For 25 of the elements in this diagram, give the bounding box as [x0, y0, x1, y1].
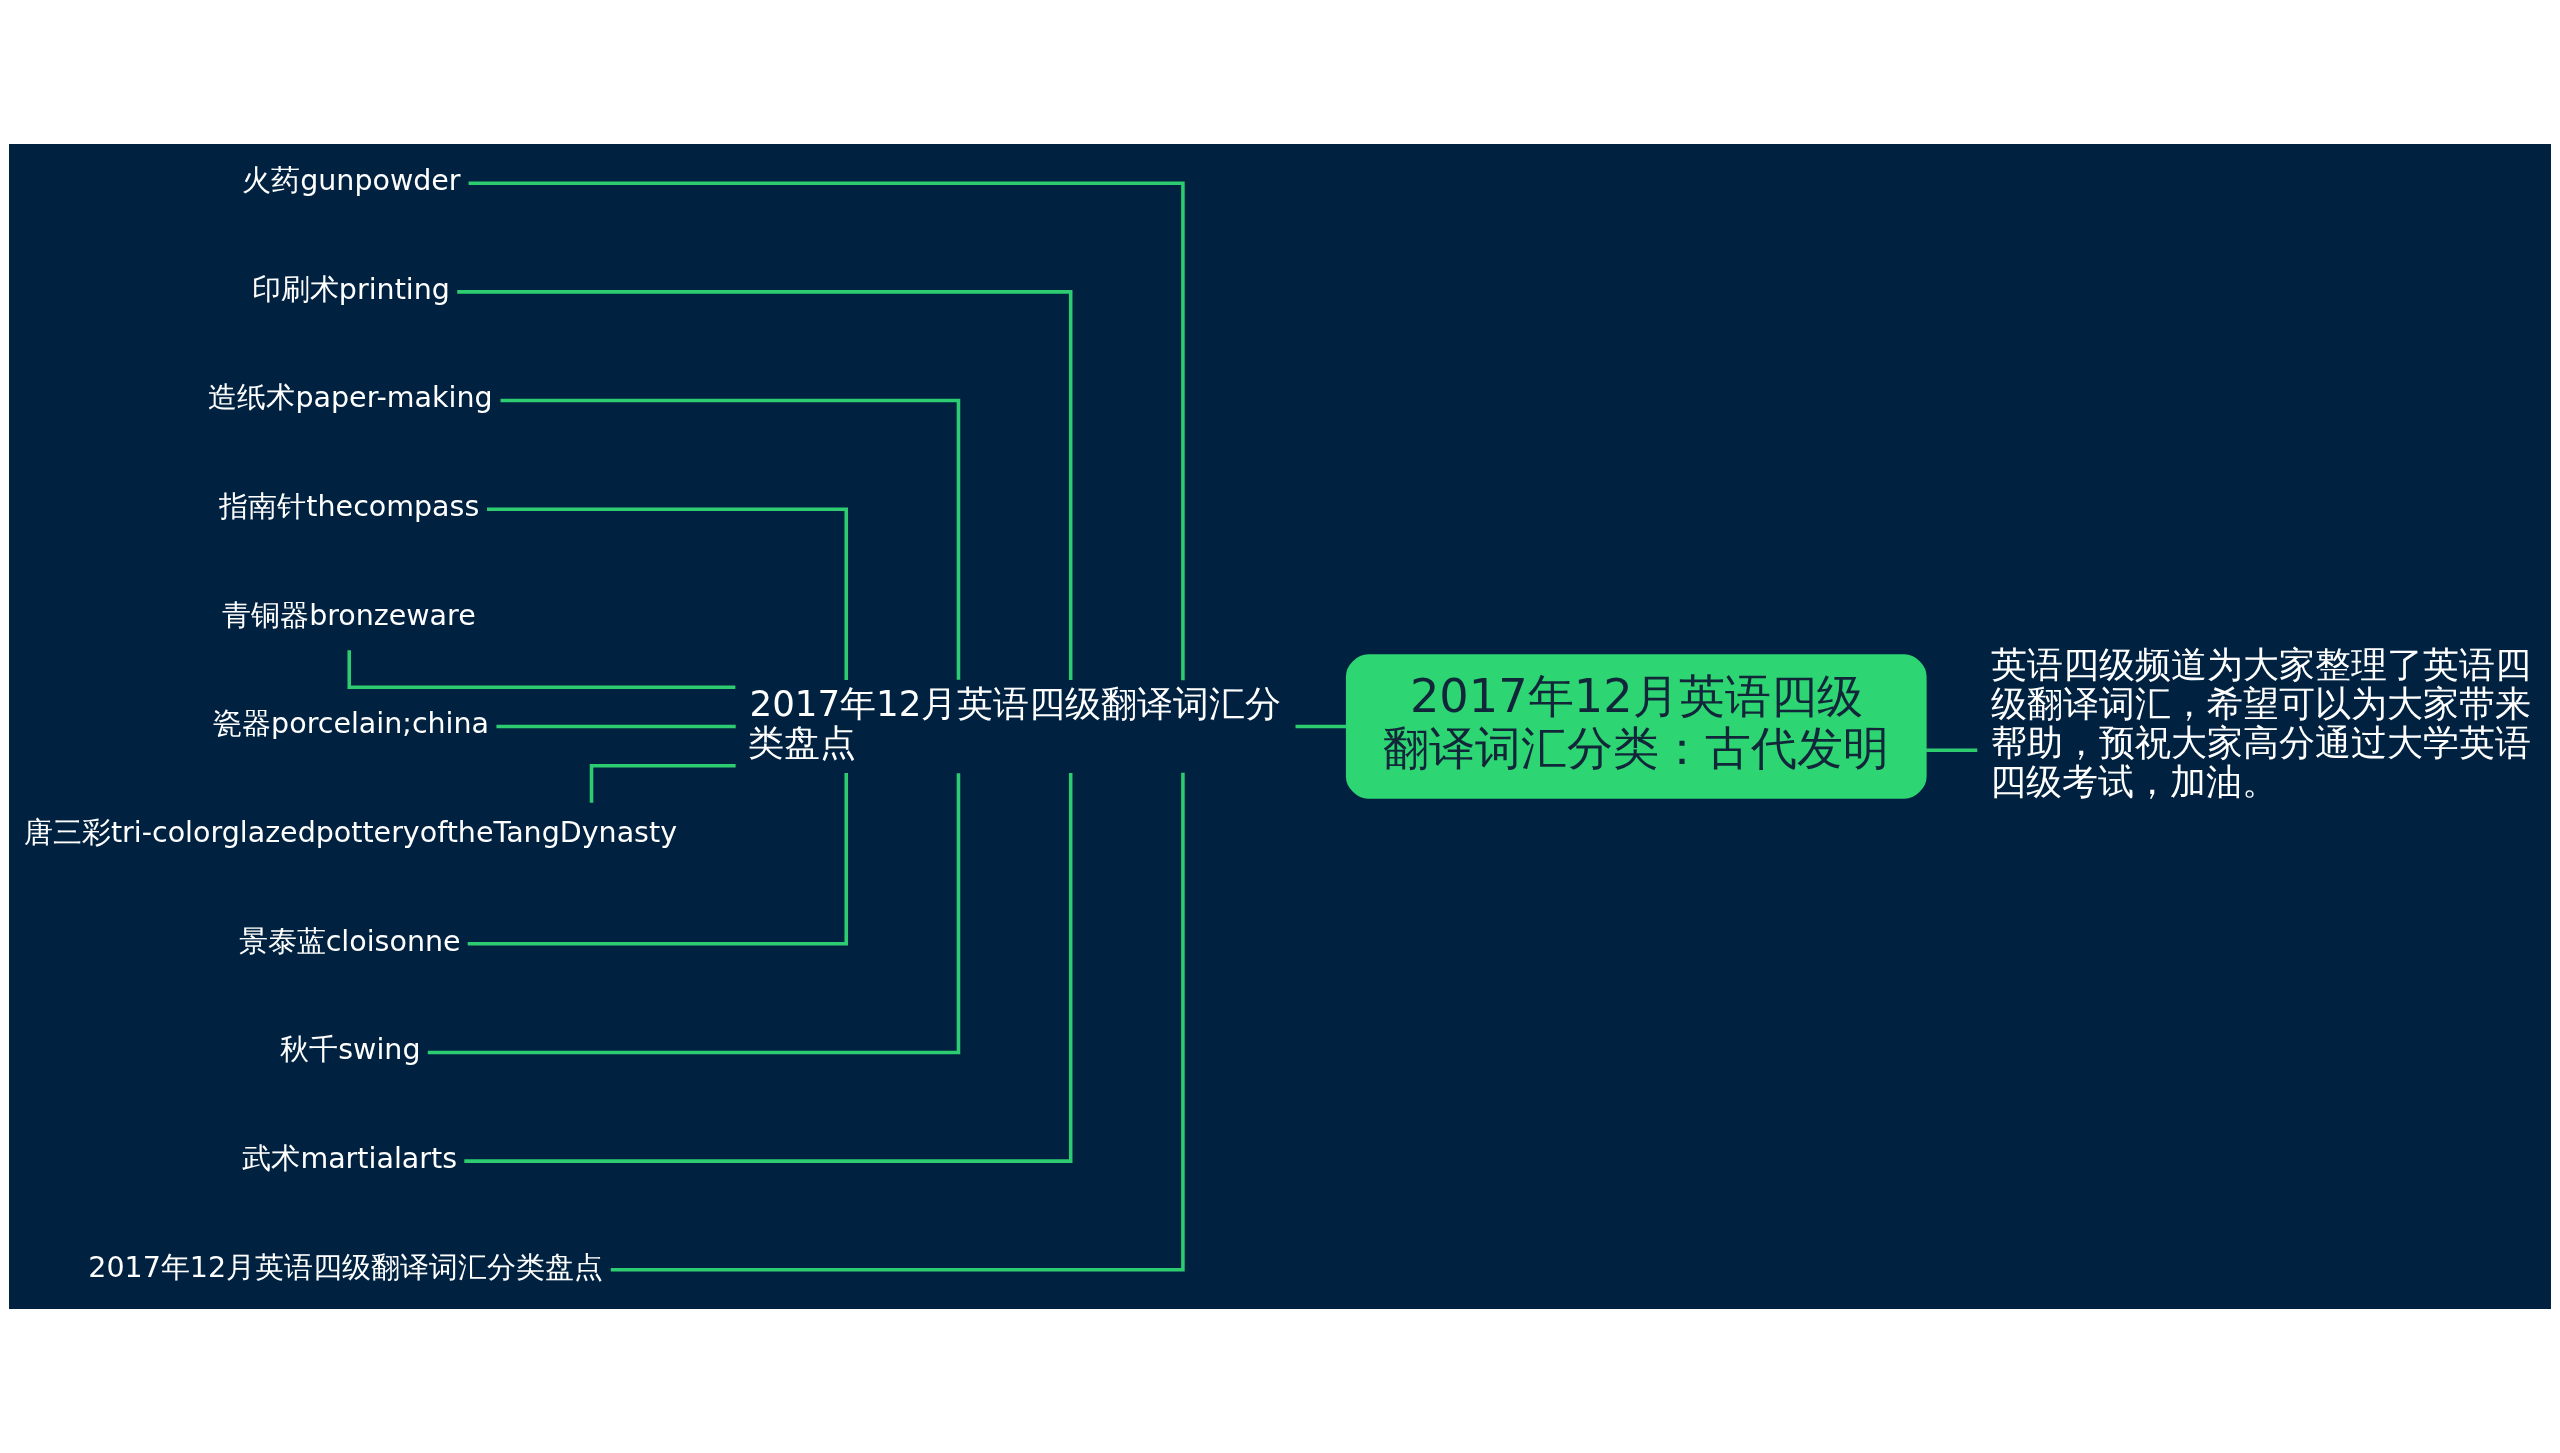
node-text: 造纸术paper-making — [208, 381, 493, 415]
node-text: 指南针thecompass — [219, 489, 480, 523]
node-text: 唐三彩tri-colorglazedpotteryoftheTangDynasty — [23, 815, 678, 849]
connector — [610, 772, 1185, 1272]
node-box: 2017年12月英语四级翻译词汇分类：古代发明 — [1345, 654, 1927, 799]
connector — [468, 181, 1185, 681]
connector — [496, 724, 736, 729]
connector — [487, 507, 848, 680]
node-text: 英语四级频道为大家整理了英语四级翻译词汇，希望可以为大家带来帮助，预祝大家高分通过大学英语四级考试，加油。 — [1989, 643, 2531, 803]
node-text: 景泰蓝cloisonne — [238, 924, 461, 958]
connector — [427, 773, 961, 1055]
node-text: 武术martialarts — [242, 1141, 458, 1175]
connector — [1926, 748, 1978, 753]
connector — [500, 398, 961, 680]
node-text: 火药gunpowder — [242, 163, 461, 197]
node-text: 青铜器bronzeware — [222, 598, 476, 632]
node-text: 2017年12月英语四级翻译词汇分类盘点 — [748, 682, 1282, 763]
connector — [1295, 724, 1347, 729]
connector — [464, 773, 1073, 1163]
node-text: 瓷器porcelain;china — [213, 707, 490, 741]
node-text: 印刷术printing — [251, 272, 450, 306]
node-text: 秋千swing — [280, 1033, 421, 1067]
connector — [457, 290, 1073, 680]
connector — [467, 773, 848, 946]
node-text: 2017年12月英语四级翻译词汇分类盘点 — [88, 1250, 604, 1284]
